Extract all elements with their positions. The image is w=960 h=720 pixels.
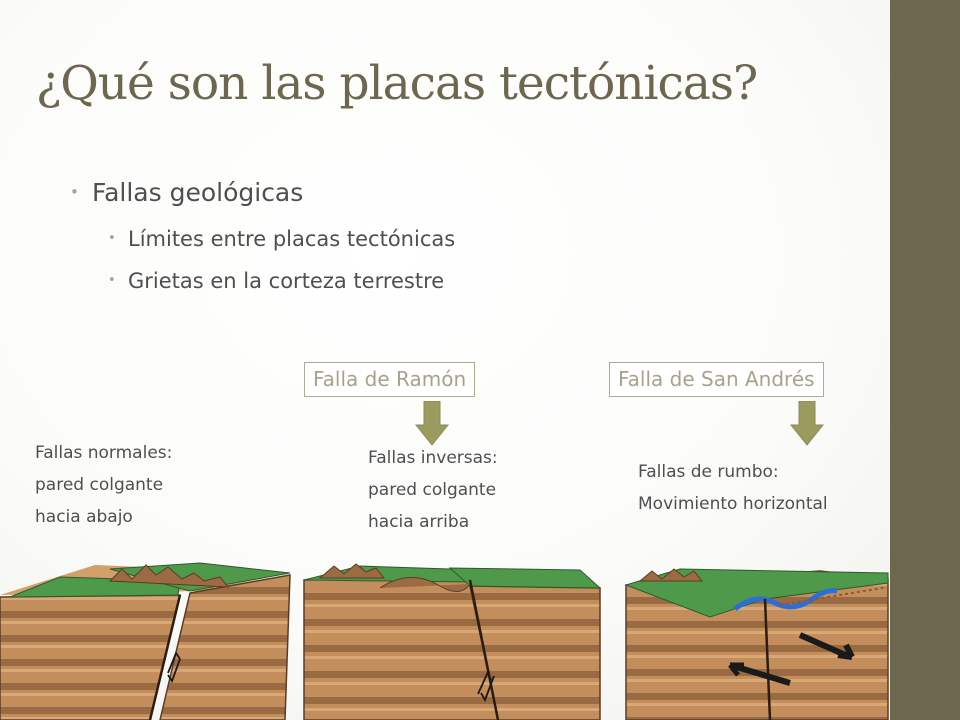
mountain-range — [318, 563, 386, 579]
label-falla-san-andres: Falla de San Andrés — [609, 362, 824, 397]
caption-line: pared colgante — [368, 480, 497, 500]
down-arrow-icon — [415, 401, 449, 446]
normal-fault-diagram — [0, 562, 291, 720]
bullet-sub-2: • Grietas en la corteza terrestre — [108, 269, 455, 293]
fence — [779, 586, 889, 606]
bullet-main: • Fallas geológicas — [70, 178, 455, 207]
bullet-dot-icon: • — [108, 230, 116, 246]
caption-line: Fallas inversas: — [368, 448, 498, 468]
label-falla-ramon: Falla de Ramón — [304, 362, 476, 397]
uplift-ridge — [379, 577, 471, 592]
movement-arrows-icon — [477, 669, 495, 703]
slide-title: ¿Qué son las placas tectónicas? — [36, 56, 758, 111]
caption-fallas-inversas: Fallas inversas: pared colgante hacia ar… — [368, 442, 498, 538]
bullet-sub-2-text: Grietas en la corteza terrestre — [128, 269, 445, 293]
movement-arrows-icon — [167, 651, 181, 683]
movement-arrow-icon — [729, 662, 791, 686]
caption-line: hacia abajo — [35, 507, 133, 527]
mountain-range — [108, 564, 230, 588]
movement-arrow-icon — [798, 632, 855, 660]
bullet-dot-icon: • — [108, 272, 116, 288]
grass-surface — [448, 567, 602, 589]
strike-slip-fault-diagram — [624, 568, 889, 720]
caption-line: Fallas de rumbo: — [638, 462, 779, 482]
caption-fallas-rumbo: Fallas de rumbo: Movimiento horizontal — [638, 456, 828, 520]
bullet-sub-1-text: Límites entre placas tectónicas — [128, 227, 456, 251]
mountain-range — [638, 568, 704, 582]
sidebar-bar — [890, 0, 960, 720]
river — [733, 588, 838, 611]
hanging-wall-front — [0, 594, 181, 720]
reverse-fault-diagram — [303, 563, 602, 720]
bullet-list: • Fallas geológicas • Límites entre placas… — [70, 178, 455, 311]
fault-line — [148, 594, 182, 720]
bullet-main-text: Fallas geológicas — [92, 178, 304, 207]
foot-wall-front — [303, 577, 499, 720]
caption-line: hacia arriba — [368, 512, 470, 532]
bullet-dot-icon: • — [70, 183, 79, 201]
arrowhead-icon — [728, 662, 744, 677]
caption-line: Movimiento horizontal — [638, 494, 828, 514]
fault-line — [763, 598, 772, 720]
fault-line — [468, 579, 500, 720]
caption-line: Fallas normales: — [35, 443, 173, 463]
bullet-sub-1: • Límites entre placas tectónicas — [108, 227, 455, 251]
caption-fallas-normales: Fallas normales: pared colgante hacia ab… — [35, 437, 172, 533]
down-arrow-icon — [790, 401, 824, 446]
caption-line: pared colgante — [35, 475, 164, 495]
